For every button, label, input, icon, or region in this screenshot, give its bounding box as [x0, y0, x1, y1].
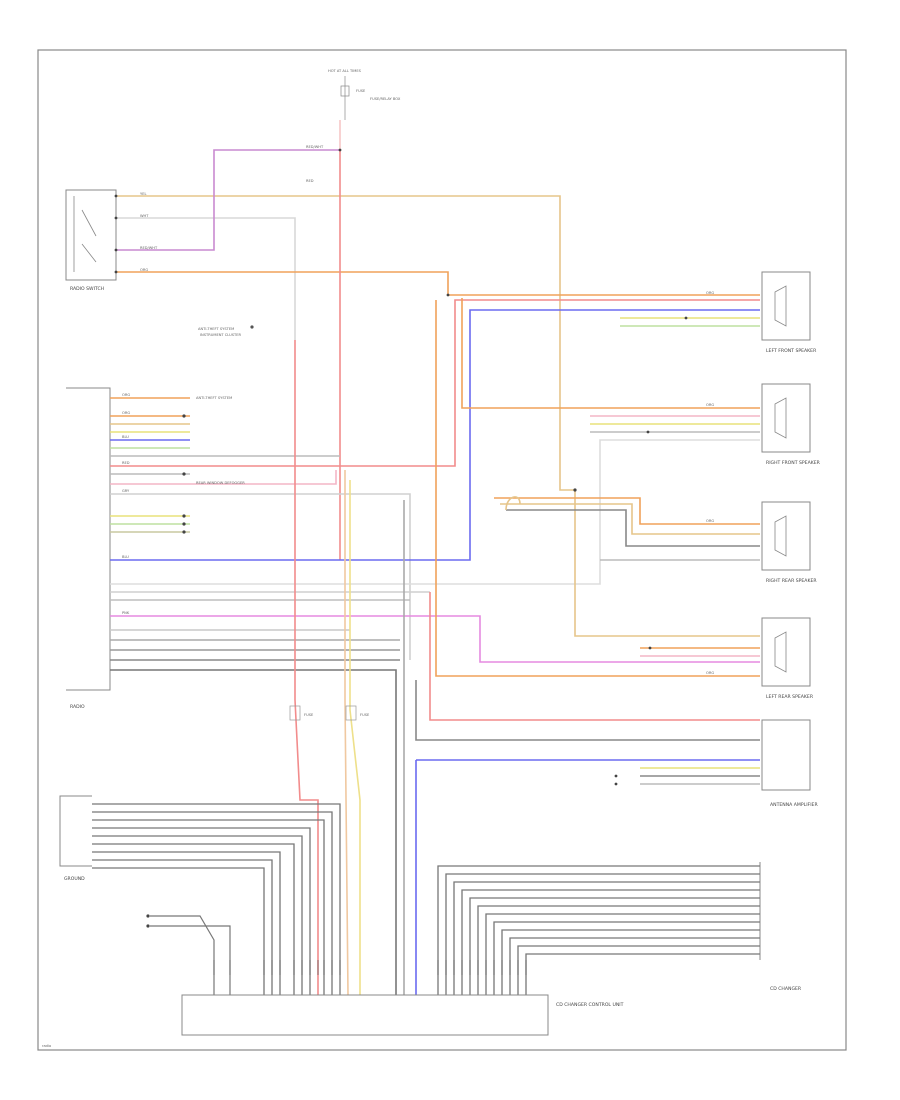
left-front-speaker: LEFT FRONT SPEAKER	[761, 271, 817, 354]
radio-wire-org-2: ORG	[122, 411, 130, 415]
speaker-wires	[448, 294, 760, 657]
anti-theft-label: ANTI-THEFT SYSTEM	[198, 327, 234, 331]
ground-block: GROUND	[59, 795, 92, 882]
radio-wire-blu: BLU	[122, 435, 129, 439]
rf-speaker-label: RIGHT FRONT SPEAKER	[766, 460, 821, 466]
cd-control-label: CD CHANGER CONTROL UNIT	[556, 1002, 624, 1008]
trunk-wires	[294, 300, 760, 996]
fuse-a-label: FUSE	[304, 713, 314, 717]
switch-wires	[116, 149, 575, 560]
cd-changer-wires	[437, 865, 760, 995]
connector-dots	[114, 148, 688, 928]
footer-label: radio	[42, 1044, 51, 1048]
fuse-label: FUSE	[356, 89, 366, 93]
antenna-amplifier: ANTENNA AMPLIFIER	[761, 719, 818, 808]
radio-switch-label: RADIO SWITCH	[70, 286, 104, 292]
wire-label-org: ORG	[140, 268, 148, 272]
antenna-label: ANTENNA AMPLIFIER	[770, 802, 818, 808]
spk-wire-2: ORG	[706, 403, 714, 407]
radio-switch: RADIO SWITCH	[65, 189, 117, 292]
fusebox-label: FUSE/RELAY BOX	[370, 97, 401, 101]
wire-label-redwht: RED/WHT	[140, 246, 158, 250]
ground-label: GROUND	[64, 876, 85, 882]
inline-fuses: FUSE FUSE	[289, 705, 370, 721]
fuse-symbol	[340, 85, 350, 97]
radio-wire-blu-2: BLU	[122, 555, 129, 559]
right-front-speaker: RIGHT FRONT SPEAKER	[761, 383, 821, 466]
cd-changer-label: CD CHANGER	[770, 986, 802, 992]
fuse-b-label: FUSE	[360, 713, 370, 717]
left-bus-wires	[92, 803, 341, 995]
spk-wire-3: ORG	[706, 519, 714, 523]
wire-label-yel: YEL	[140, 192, 146, 196]
lr-speaker-label: LEFT REAR SPEAKER	[766, 694, 814, 700]
wire-label-redwht-2: RED/WHT	[306, 145, 324, 149]
cd-changer: CD CHANGER	[759, 862, 802, 992]
pin-ticks	[213, 960, 527, 975]
diagram-border	[37, 49, 847, 1051]
wire-label-wht: WHT	[140, 214, 149, 218]
lf-speaker-label: LEFT FRONT SPEAKER	[766, 348, 817, 354]
cd-control-unit: CD CHANGER CONTROL UNIT	[181, 994, 624, 1036]
wire-label-red: RED	[306, 179, 314, 183]
left-small-wires	[150, 915, 231, 995]
radio-wire-org: ORG	[122, 393, 130, 397]
spk-wire-4: ORG	[706, 671, 714, 675]
antenna-wires	[640, 767, 760, 785]
spk-wire-1: ORG	[706, 291, 714, 295]
radio-wire-red: RED	[122, 461, 130, 465]
radio-anti-theft: ANTI-THEFT SYSTEM	[196, 396, 232, 400]
right-rear-speaker: RIGHT REAR SPEAKER	[761, 501, 817, 584]
cluster-label: INSTRUMENT CLUSTER	[200, 333, 241, 337]
left-rear-speaker: LEFT REAR SPEAKER	[761, 617, 814, 700]
rr-speaker-label: RIGHT REAR SPEAKER	[766, 578, 817, 584]
power-supply: HOT AT ALL TIMES FUSE FUSE/RELAY BOX	[328, 69, 401, 150]
radio-label: RADIO	[70, 704, 85, 710]
radio-defogger: REAR WINDOW DEFOGGER	[196, 481, 245, 485]
radio-wire-gry: GRY	[122, 489, 130, 493]
radio-wires	[110, 299, 760, 995]
radio-unit: RADIO	[66, 387, 111, 710]
hot-label: HOT AT ALL TIMES	[328, 69, 362, 73]
radio-wire-pnk: PNK	[122, 611, 130, 615]
